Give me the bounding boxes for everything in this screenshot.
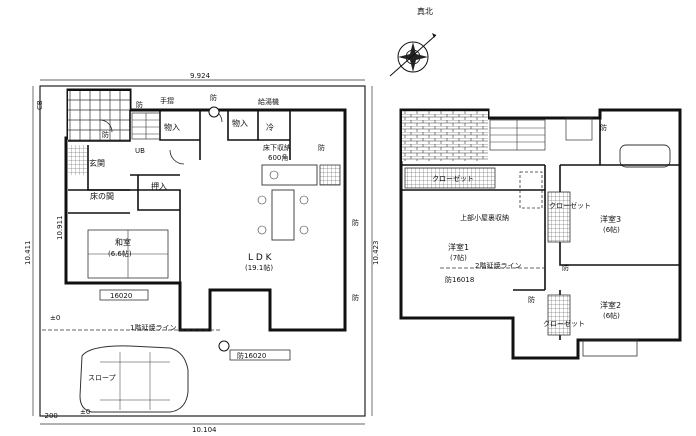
dim-inner-left: 10.911 [56,216,64,241]
fire-door-2f-1: 防 [528,295,535,304]
room-closet-1: クローゼット [432,174,474,183]
room-yoshitsu-1-size: (7帖) [450,253,467,262]
dim-left: 10.411 [24,241,32,266]
stairs-1f [131,112,161,140]
fire-door-side-1: 防 [352,218,359,227]
room-storage-2: 物入 [232,118,248,128]
level-zero-b: ±0 [80,408,90,416]
room-fridge: 冷 [266,122,274,132]
handrail-label: 手摺 [160,96,174,105]
room-entrance: 玄関 [89,158,105,168]
slope-label: スロープ [88,374,116,382]
room-yoshitsu-2: 洋室2 [600,300,621,310]
room-yoshitsu-3-size: (6帖) [603,225,620,234]
north-label: 真北 [417,6,433,16]
car-outline [79,345,189,413]
room-closet-2: クローゼット [549,201,591,210]
north-compass: 真北 [389,6,437,77]
dim-top: 9.924 [190,72,211,80]
room-closet-3: クローゼット [543,319,585,328]
entrance-tiles [68,145,88,175]
window-16020: 16020 [110,292,132,300]
floor-2: 2階延焼ライン クローゼット クローゼット クローゼット 上部小屋裏収納 洋室1… [399,108,682,360]
fire-door-1: 防 [136,100,143,109]
room-storage-1: 物入 [164,122,180,132]
porch-tiles [68,91,130,141]
fire-door-2f-2: 防 [600,123,607,132]
window-bou-16020: 防16020 [237,351,266,360]
room-attic: 上部小屋裏収納 [460,213,509,222]
exterior-walls-1f [64,88,347,332]
room-oshiire: 押入 [151,181,167,191]
dim-minus200: -200 [42,412,58,420]
cb-label: CB [36,100,44,110]
ub-label: UB [135,147,145,155]
room-underfloor-size: 600角 [268,153,288,162]
fire-door-2f-3: 防 [562,263,569,272]
room-yoshitsu-1: 洋室1 [448,242,469,252]
room-washitsu-size: (6.6帖) [108,249,132,258]
site-boundary [39,85,366,417]
room-ldk-size: (19.1帖) [245,263,273,272]
window-bou-16018: 防16018 [445,275,474,284]
room-yoshitsu-2-size: (6帖) [603,311,620,320]
dim-right: 10.423 [372,241,380,266]
dim-bottom: 10.104 [192,426,217,434]
fire-door-side-2: 防 [318,143,325,152]
fire-door-2: 防 [210,93,217,102]
floor-1: 9.924 10.104 10.411 10.423 10.911 -200 ±… [24,72,380,434]
line-2f-label: 2階延焼ライン [475,261,521,270]
fire-door-3: 防 [102,130,109,139]
room-underfloor: 床下収納 [263,143,291,152]
line-1f-label: 1階延焼ライン [130,323,176,332]
room-ldk: L D K [248,253,273,263]
water-heater-label: 給湯機 [258,97,279,106]
stairs-2f [489,119,546,151]
room-tokonoma: 床の間 [90,191,114,201]
balcony-bricks [402,111,488,161]
room-yoshitsu-3: 洋室3 [600,214,621,224]
level-zero-a: ±0 [50,314,60,322]
room-washitsu: 和室 [115,237,131,247]
fire-door-side: 防 [352,293,359,302]
